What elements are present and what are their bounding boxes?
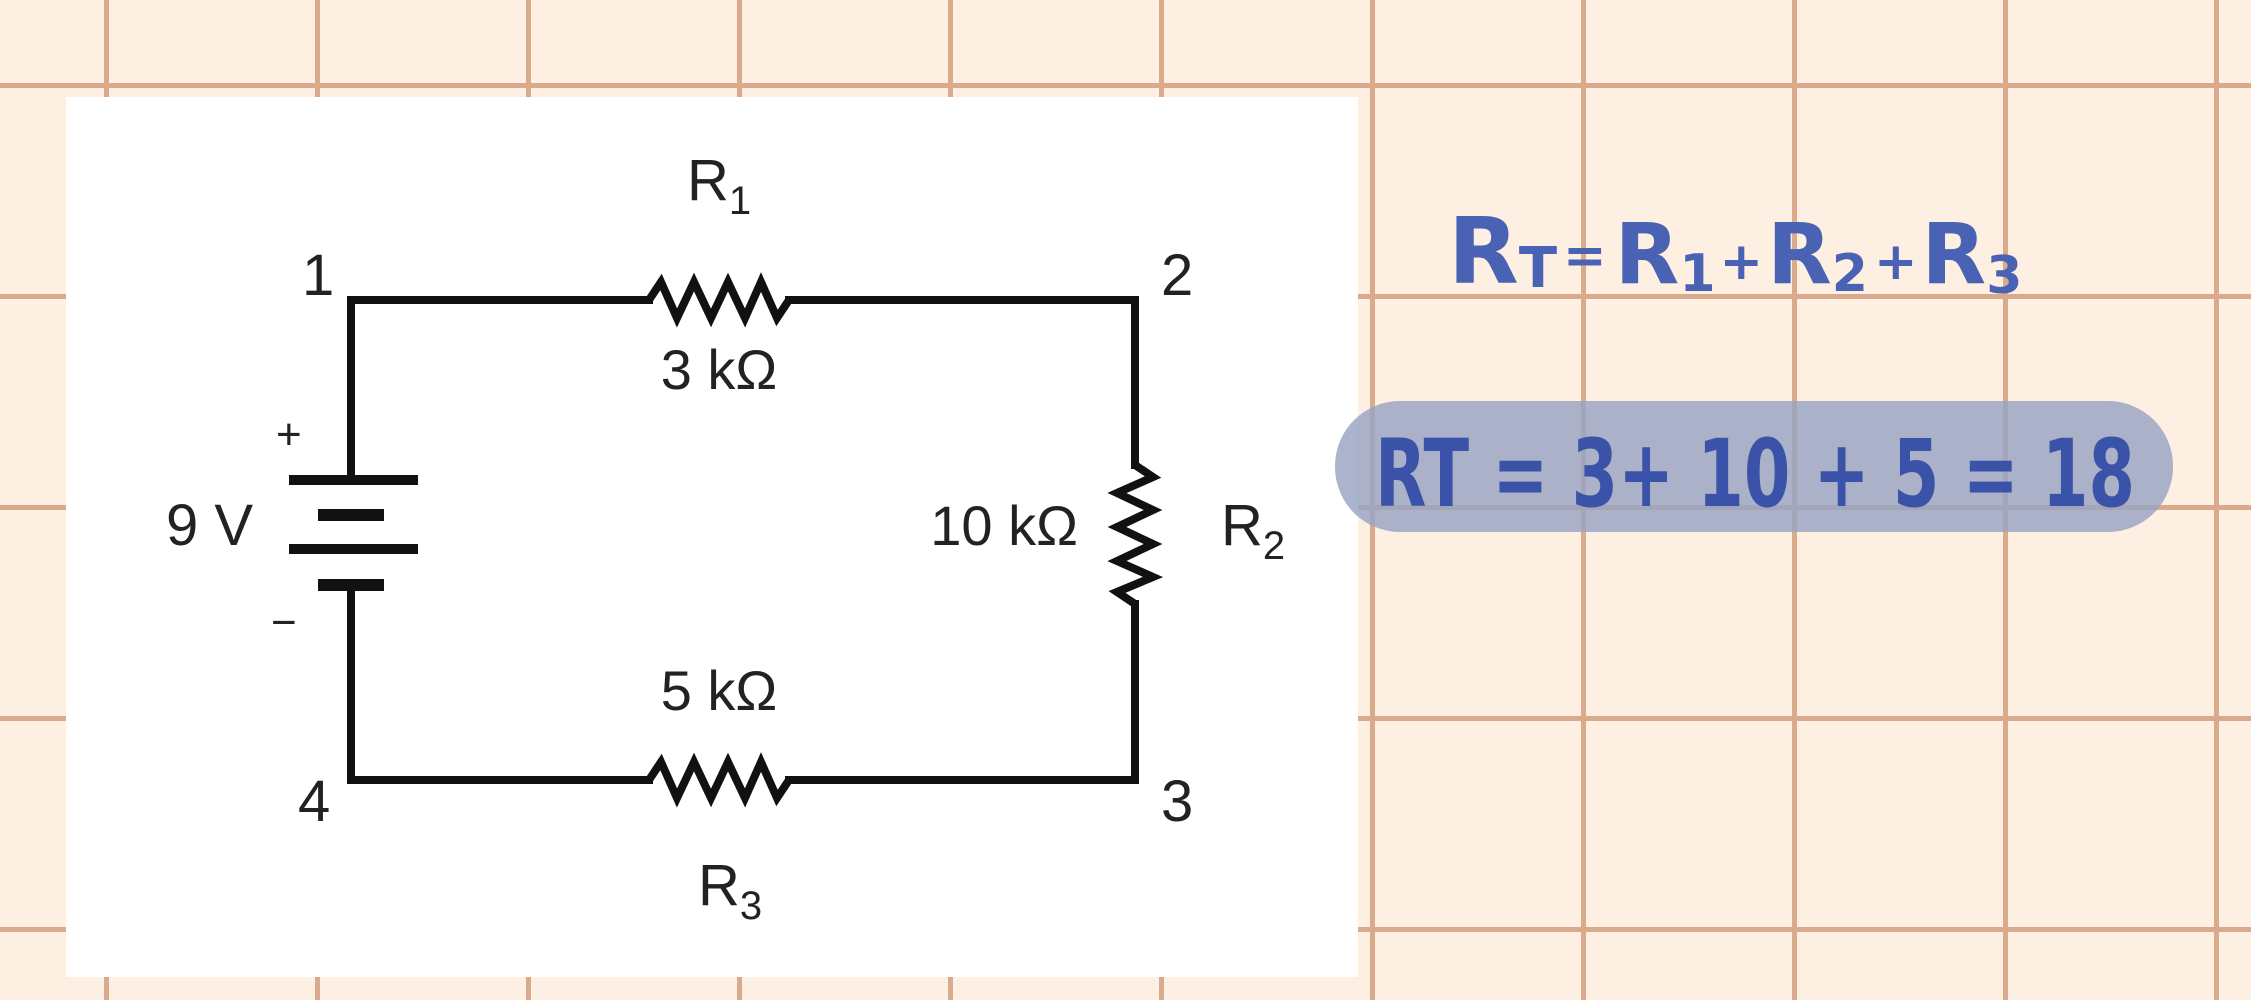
resistor-r2-symbol bbox=[1107, 461, 1164, 608]
node-3-label: 3 bbox=[1161, 769, 1193, 834]
polarity-minus: − bbox=[271, 598, 297, 647]
resistor-r2-value: 10 kΩ bbox=[930, 494, 1078, 557]
node-4-label: 4 bbox=[298, 769, 330, 834]
circuit-schematic: 9 V + − 1 2 3 4 R1 3 kΩ 10 kΩ R2 5 kΩ R3 bbox=[166, 148, 1285, 928]
wire-top-left bbox=[347, 296, 653, 449]
resistor-r3-name: R3 bbox=[698, 853, 762, 928]
wire-top-right bbox=[785, 296, 1139, 469]
resistor-r1-name: R1 bbox=[687, 148, 751, 223]
resistor-r1-symbol bbox=[645, 272, 793, 328]
resistor-r3-value: 5 kΩ bbox=[661, 659, 778, 722]
calculation-highlight bbox=[1335, 401, 2173, 532]
resistor-r3-symbol bbox=[645, 752, 793, 808]
polarity-plus: + bbox=[276, 410, 302, 459]
resistor-r2-name: R2 bbox=[1221, 493, 1285, 568]
circuit-diagram-card: 9 V + − 1 2 3 4 R1 3 kΩ 10 kΩ R2 5 kΩ R3 bbox=[66, 97, 1358, 977]
resistor-r1-value: 3 kΩ bbox=[661, 338, 778, 401]
formula-total-resistance: RT=R1+R2+R3 bbox=[1448, 198, 2022, 306]
wire-bottom-left bbox=[347, 581, 653, 784]
source-voltage-label: 9 V bbox=[166, 493, 253, 558]
wire-right-bottom bbox=[785, 600, 1139, 784]
calculation-result: RT = 3+ 10 + 5 = 18 bbox=[1375, 420, 2135, 529]
node-1-label: 1 bbox=[302, 243, 334, 308]
node-2-label: 2 bbox=[1161, 243, 1193, 308]
